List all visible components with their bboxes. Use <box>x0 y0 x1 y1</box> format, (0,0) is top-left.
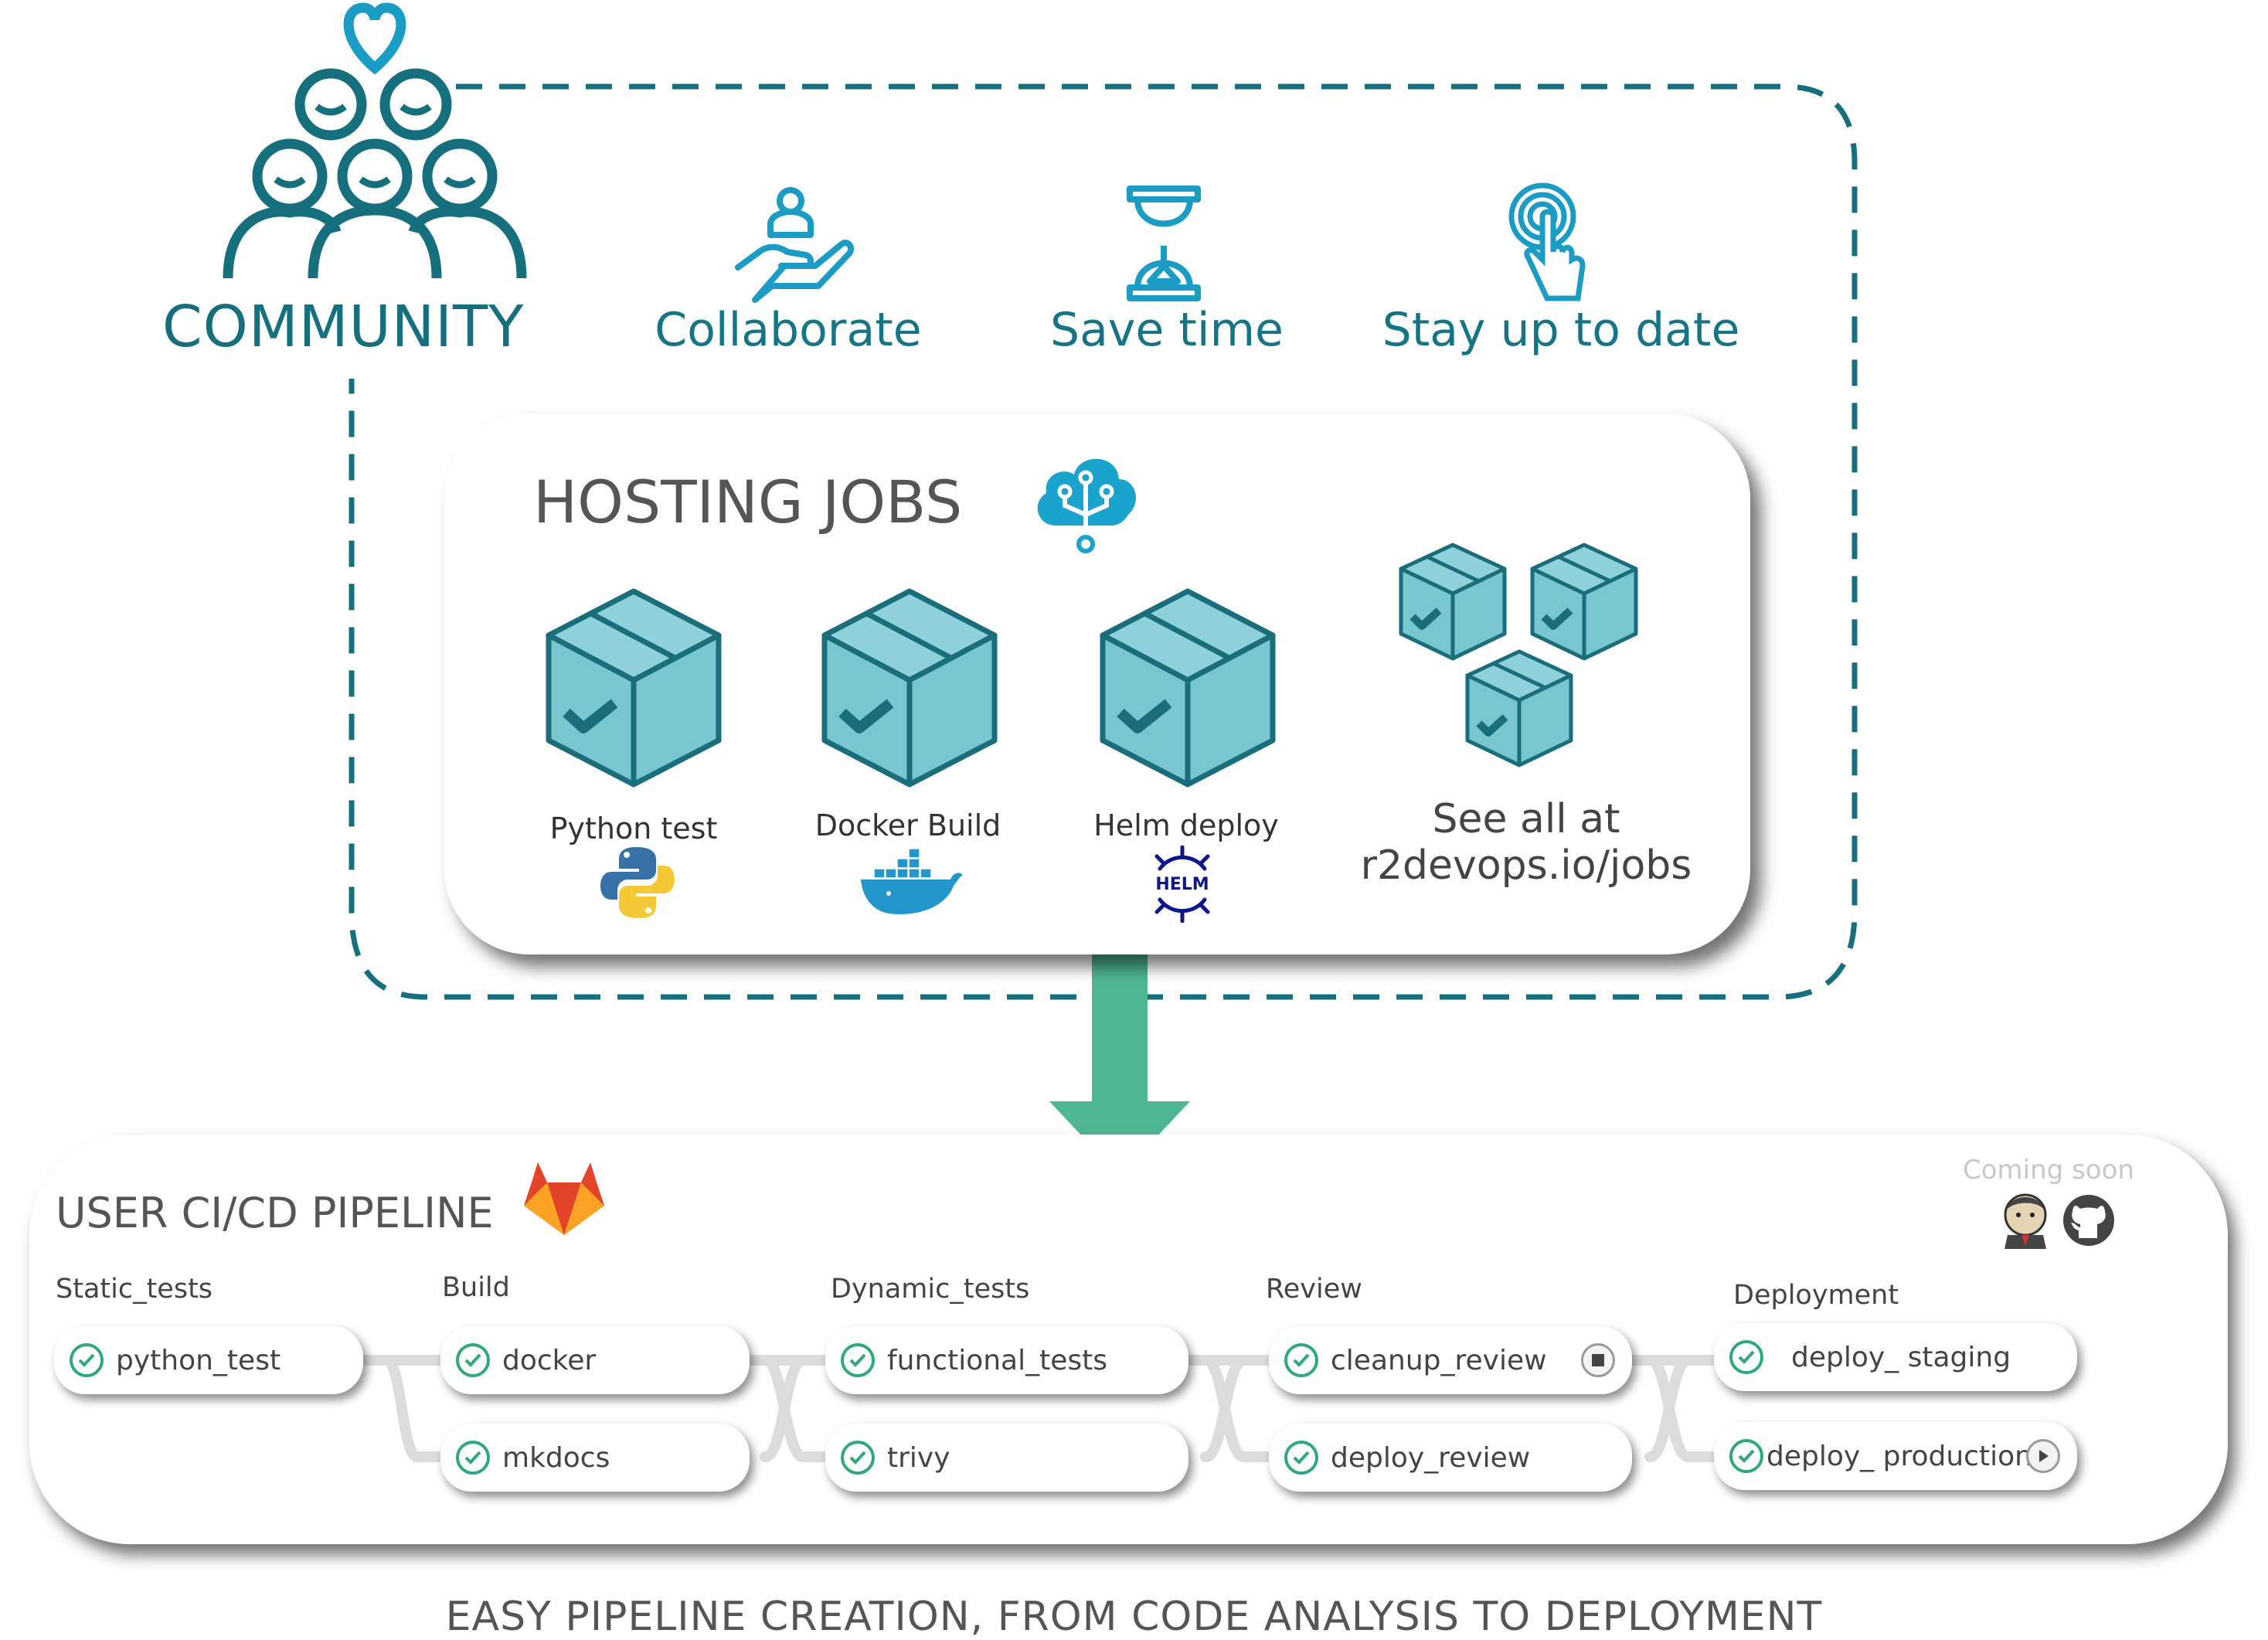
stage-build-label: Build <box>442 1272 510 1303</box>
job-name: mkdocs <box>502 1441 610 1474</box>
job-name: python_test <box>116 1344 281 1376</box>
community-label: COMMUNITY <box>162 294 525 360</box>
job-name: deploy_ production <box>1766 1440 2032 1472</box>
python-test-box-icon <box>546 588 722 788</box>
job-name: deploy_review <box>1331 1441 1531 1474</box>
community-dashed-border <box>349 83 1858 1000</box>
play-icon[interactable] <box>2026 1439 2060 1473</box>
job-docker[interactable]: docker <box>440 1326 750 1394</box>
job-name: functional_tests <box>887 1344 1108 1376</box>
job-trivy[interactable]: trivy <box>825 1424 1188 1492</box>
stage-static-tests-label: Static_tests <box>56 1274 213 1305</box>
job-deploy-production[interactable]: deploy_ production <box>1714 1422 2077 1490</box>
diagram-caption: EASY PIPELINE CREATION, FROM CODE ANALYS… <box>445 1594 1823 1640</box>
see-all-line1: See all at <box>1432 796 1620 842</box>
docker-build-box-icon <box>821 588 998 788</box>
helm-logo: HELM <box>1154 846 1210 923</box>
community-icon <box>223 2 527 279</box>
cloud-network-icon <box>1037 458 1136 553</box>
benefit-stay-up-to-date-label: Stay up to date <box>1382 303 1740 357</box>
gitlab-logo <box>524 1162 604 1235</box>
coming-soon-label: Coming soon <box>1963 1155 2134 1186</box>
docker-logo <box>861 848 963 914</box>
python-logo <box>600 847 675 918</box>
job-name: deploy_ staging <box>1791 1341 2011 1373</box>
job-cleanup-review[interactable]: cleanup_review <box>1269 1326 1632 1394</box>
success-check-icon <box>1729 1439 1763 1473</box>
job-python-test[interactable]: python_test <box>54 1326 363 1394</box>
job-functional-tests[interactable]: functional_tests <box>825 1326 1188 1394</box>
helm-logo-text: HELM <box>1155 875 1209 894</box>
job-deploy-review[interactable]: deploy_review <box>1269 1424 1632 1492</box>
stop-icon[interactable] <box>1581 1343 1615 1377</box>
pipeline-title: USER CI/CD PIPELINE <box>56 1189 494 1237</box>
jenkins-icon <box>2004 1193 2047 1249</box>
stage-deployment-label: Deployment <box>1733 1280 1899 1311</box>
see-all-line2: r2devops.io/jobs <box>1360 842 1692 889</box>
docker-build-label: Docker Build <box>814 808 1001 842</box>
success-check-icon <box>70 1343 104 1377</box>
hand-person-icon <box>735 187 854 303</box>
success-check-icon <box>841 1441 875 1475</box>
stage-dynamic-tests-label: Dynamic_tests <box>831 1274 1030 1305</box>
job-name: cleanup_review <box>1331 1344 1547 1376</box>
python-test-label: Python test <box>549 811 718 846</box>
hourglass-icon <box>1127 185 1201 301</box>
success-check-icon <box>1284 1441 1318 1475</box>
benefit-save-time-label: Save time <box>1050 303 1284 357</box>
success-check-icon <box>456 1343 490 1377</box>
success-check-icon <box>1284 1343 1318 1377</box>
see-all-jobs-link[interactable]: See all at r2devops.io/jobs <box>1314 796 1739 889</box>
touch-tap-icon <box>1508 182 1586 301</box>
job-deploy-staging[interactable]: deploy_ staging <box>1714 1323 2077 1391</box>
job-name: trivy <box>887 1441 950 1474</box>
success-check-icon <box>1729 1340 1763 1374</box>
github-icon <box>2063 1195 2114 1246</box>
job-name: docker <box>502 1344 597 1376</box>
helm-deploy-box-icon <box>1100 588 1276 788</box>
stage-review-label: Review <box>1266 1274 1362 1305</box>
job-mkdocs[interactable]: mkdocs <box>440 1424 750 1492</box>
success-check-icon <box>456 1441 490 1475</box>
hosting-jobs-title: HOSTING JOBS <box>533 468 963 536</box>
benefit-collaborate-label: Collaborate <box>655 303 922 357</box>
success-check-icon <box>841 1343 875 1377</box>
helm-deploy-label: Helm deploy <box>1093 808 1279 842</box>
